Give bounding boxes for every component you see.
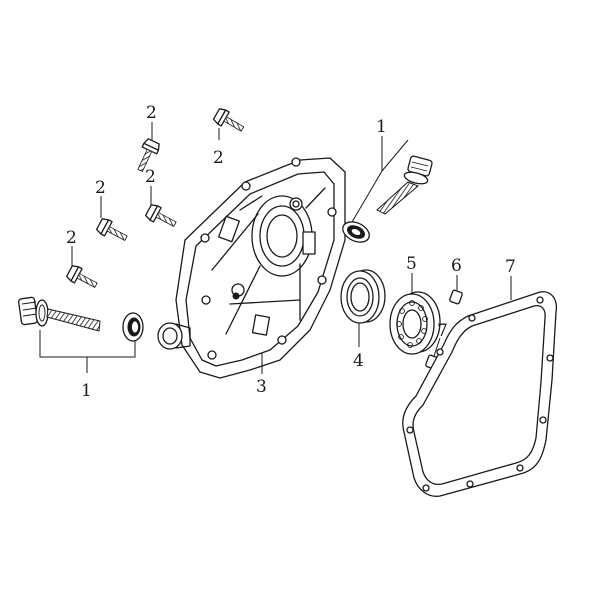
bolt-2c <box>145 204 177 227</box>
callout-2-top-right: 2 <box>213 148 224 168</box>
callout-2-lower-left: 2 <box>66 228 77 248</box>
callout-7-pin: 7 <box>437 321 448 341</box>
callout-6: 6 <box>451 256 462 276</box>
callout-5: 5 <box>406 254 417 274</box>
ball-bearing-5 <box>389 291 441 355</box>
bolt-2b <box>212 108 245 132</box>
callout-1-right: 1 <box>376 117 387 137</box>
callout-1-left: 1 <box>81 381 92 401</box>
crankcase-cover <box>157 157 346 379</box>
oil-seal-4 <box>340 269 386 324</box>
oil-plug-dipstick-left <box>18 296 101 332</box>
callout-2-mid-left: 2 <box>95 178 106 198</box>
gasket-7 <box>402 291 558 497</box>
bolt-2a <box>137 138 160 172</box>
dowel-pin-6 <box>449 289 463 305</box>
bolt-2d <box>96 218 128 241</box>
oil-seal-right <box>342 221 370 243</box>
bolt-2e <box>66 265 98 288</box>
oil-seal-left <box>122 312 144 342</box>
leader-lines <box>39 122 512 374</box>
callout-3: 3 <box>256 377 267 397</box>
callout-7-gasket: 7 <box>505 257 516 277</box>
callout-2-mid: 2 <box>145 167 156 187</box>
callout-4: 4 <box>353 351 364 371</box>
callout-2-top-left: 2 <box>146 103 157 123</box>
oil-plug-dipstick-right <box>376 155 433 215</box>
